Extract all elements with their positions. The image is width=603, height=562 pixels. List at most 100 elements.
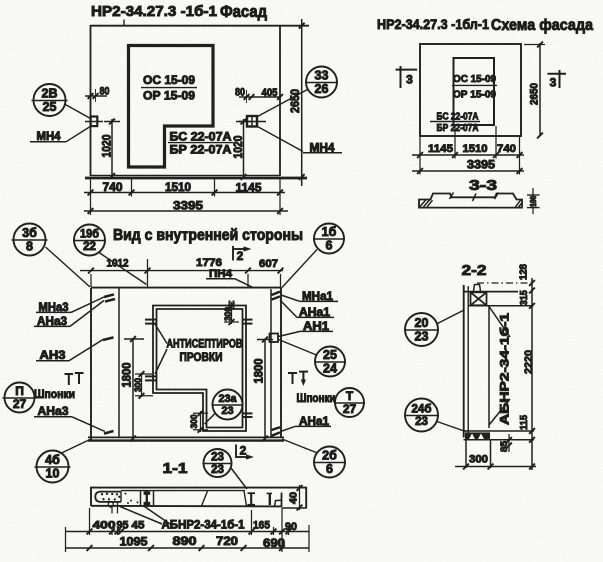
svg-text:4б: 4б bbox=[45, 453, 60, 467]
svg-text:Фасад: Фасад bbox=[220, 3, 267, 21]
svg-text:МНа3: МНа3 bbox=[39, 302, 69, 314]
svg-text:1020: 1020 bbox=[233, 136, 245, 159]
svg-text:27: 27 bbox=[13, 397, 27, 411]
svg-text:23: 23 bbox=[211, 464, 224, 476]
svg-text:2-2: 2-2 bbox=[462, 262, 487, 279]
svg-text:25: 25 bbox=[323, 348, 337, 362]
svg-text:АНа1: АНа1 bbox=[299, 307, 331, 319]
svg-text:22: 22 bbox=[83, 241, 96, 253]
svg-text:607: 607 bbox=[259, 258, 278, 270]
svg-text:95: 95 bbox=[117, 520, 129, 532]
svg-text:Шпонки: Шпонки bbox=[297, 393, 336, 405]
svg-text:АНа1: АНа1 bbox=[299, 416, 330, 428]
svg-text:АНа3: АНа3 bbox=[37, 316, 67, 328]
svg-text:720: 720 bbox=[216, 536, 238, 548]
svg-text:23: 23 bbox=[211, 451, 224, 463]
svg-text:6: 6 bbox=[326, 239, 333, 253]
svg-text:МН4: МН4 bbox=[37, 131, 62, 143]
svg-text:3395: 3395 bbox=[173, 199, 203, 213]
svg-text:1145: 1145 bbox=[428, 143, 453, 155]
svg-text:ПН4: ПН4 bbox=[209, 268, 233, 280]
svg-text:24б: 24б bbox=[412, 403, 432, 415]
svg-text:НР2-34.27.3 -1б-1: НР2-34.27.3 -1б-1 bbox=[91, 4, 217, 20]
svg-text:45: 45 bbox=[132, 520, 145, 532]
svg-text:1095: 1095 bbox=[120, 537, 149, 549]
svg-text:1145: 1145 bbox=[236, 183, 263, 195]
svg-text:2650: 2650 bbox=[529, 83, 541, 105]
svg-text:315: 315 bbox=[519, 290, 530, 305]
svg-text:3: 3 bbox=[406, 73, 413, 87]
svg-text:2б: 2б bbox=[322, 448, 337, 462]
svg-text:Схема фасада: Схема фасада bbox=[491, 17, 593, 34]
svg-text:1776: 1776 bbox=[196, 257, 222, 269]
svg-text:АБНР2-34-1б-1: АБНР2-34-1б-1 bbox=[498, 313, 512, 425]
svg-text:П: П bbox=[15, 384, 24, 398]
svg-text:23а: 23а bbox=[219, 393, 238, 405]
svg-text:БР 22-07А: БР 22-07А bbox=[170, 145, 232, 157]
svg-text:2: 2 bbox=[237, 249, 244, 263]
svg-text:НР2-34.27.3 -1бл-1: НР2-34.27.3 -1бл-1 bbox=[377, 16, 489, 32]
svg-text:128: 128 bbox=[518, 264, 529, 280]
svg-text:1510: 1510 bbox=[463, 143, 488, 155]
svg-text:Т: Т bbox=[346, 389, 354, 403]
svg-text:2220: 2220 bbox=[523, 350, 535, 374]
svg-text:26: 26 bbox=[315, 82, 329, 96]
svg-text:8: 8 bbox=[26, 240, 33, 254]
svg-text:23: 23 bbox=[415, 416, 428, 428]
svg-text:1800: 1800 bbox=[254, 359, 266, 384]
svg-text:300: 300 bbox=[469, 454, 488, 466]
svg-text:890: 890 bbox=[173, 536, 197, 548]
svg-text:2В: 2В bbox=[42, 86, 58, 100]
svg-text:3: 3 bbox=[550, 76, 557, 90]
svg-text:27: 27 bbox=[343, 402, 357, 416]
svg-text:БС 22-07А: БС 22-07А bbox=[437, 111, 479, 123]
svg-text:300: 300 bbox=[133, 378, 144, 392]
svg-text:АНа3: АНа3 bbox=[38, 406, 69, 418]
svg-text:БР 22-07А: БР 22-07А bbox=[437, 122, 479, 134]
svg-text:100: 100 bbox=[529, 195, 538, 206]
svg-text:25: 25 bbox=[43, 100, 57, 114]
svg-text:1-1: 1-1 bbox=[163, 460, 188, 477]
svg-text:40: 40 bbox=[288, 492, 299, 504]
svg-text:6: 6 bbox=[326, 462, 333, 476]
svg-text:300: 300 bbox=[189, 415, 200, 429]
svg-text:24: 24 bbox=[323, 362, 337, 376]
svg-text:10: 10 bbox=[46, 467, 60, 481]
svg-text:3-3: 3-3 bbox=[469, 177, 497, 194]
svg-text:19б: 19б bbox=[80, 228, 99, 240]
svg-text:МНа1: МНа1 bbox=[302, 291, 334, 303]
svg-text:33: 33 bbox=[315, 68, 329, 82]
svg-text:90: 90 bbox=[285, 521, 297, 533]
svg-text:3395: 3395 bbox=[467, 160, 496, 172]
svg-text:740: 740 bbox=[103, 182, 123, 194]
svg-text:115: 115 bbox=[519, 415, 530, 430]
svg-text:ОС 15-09: ОС 15-09 bbox=[453, 73, 496, 85]
svg-text:ОР 15-09: ОР 15-09 bbox=[453, 89, 496, 101]
svg-text:400: 400 bbox=[93, 520, 116, 532]
svg-text:80: 80 bbox=[235, 87, 245, 99]
svg-text:ОС 15-09: ОС 15-09 bbox=[143, 73, 195, 87]
svg-text:3б: 3б bbox=[22, 226, 37, 240]
svg-text:ПРОВКИ: ПРОВКИ bbox=[180, 352, 223, 364]
svg-text:165: 165 bbox=[253, 520, 270, 532]
svg-text:740: 740 bbox=[497, 143, 516, 155]
svg-text:1020: 1020 bbox=[102, 135, 114, 158]
svg-text:АН1: АН1 bbox=[303, 321, 330, 333]
svg-text:МН4: МН4 bbox=[310, 143, 336, 155]
svg-text:2650: 2650 bbox=[290, 89, 302, 113]
svg-text:АНТИСЕПТИРОВ: АНТИСЕПТИРОВ bbox=[167, 339, 243, 351]
svg-text:20: 20 bbox=[415, 316, 429, 330]
svg-text:23: 23 bbox=[415, 330, 429, 344]
svg-text:1б: 1б bbox=[322, 225, 337, 239]
svg-text:405: 405 bbox=[262, 87, 278, 99]
svg-text:85: 85 bbox=[499, 440, 510, 452]
svg-text:1800: 1800 bbox=[122, 363, 134, 388]
svg-text:АБНР2-34-1б-1: АБНР2-34-1б-1 bbox=[162, 520, 246, 532]
svg-text:690: 690 bbox=[263, 538, 285, 550]
svg-text:ОР 15-09: ОР 15-09 bbox=[143, 89, 195, 103]
svg-text:23: 23 bbox=[221, 405, 233, 417]
svg-text:300: 300 bbox=[223, 307, 234, 321]
svg-text:2: 2 bbox=[240, 444, 247, 458]
svg-text:БС 22-07А: БС 22-07А bbox=[170, 132, 232, 144]
svg-text:80: 80 bbox=[100, 86, 110, 98]
